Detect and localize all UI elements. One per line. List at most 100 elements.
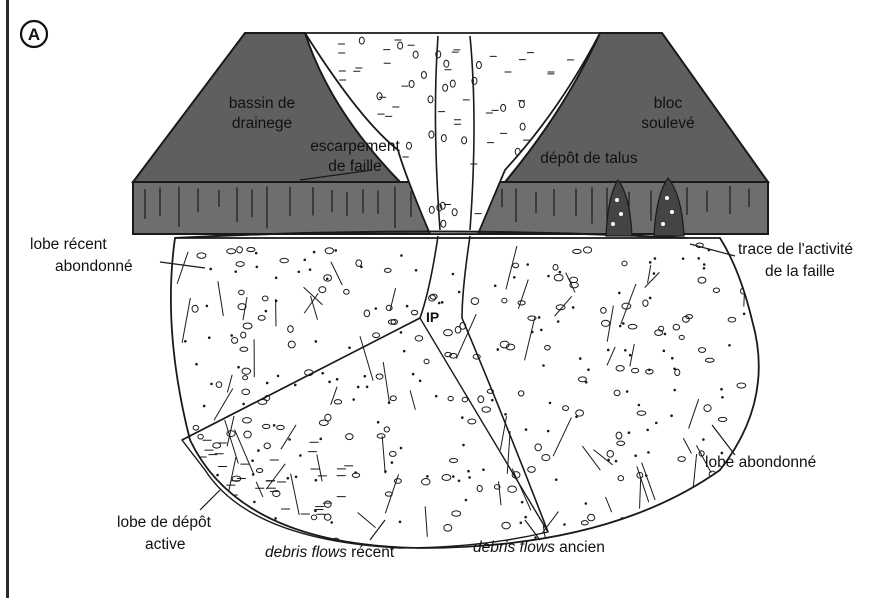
fan-dot (670, 505, 673, 508)
fan-dot (634, 454, 637, 457)
fan-dot (525, 428, 528, 431)
fan-dot (482, 468, 485, 471)
fan-pebble (643, 539, 651, 544)
fan-dot (294, 384, 297, 387)
fan-dot (391, 461, 394, 464)
label-lobe-recent-line1: lobe récent (30, 236, 107, 253)
fan-dot (400, 447, 403, 450)
fan-dot (702, 438, 705, 441)
fan-dot (309, 268, 312, 271)
fan-dot (638, 404, 641, 407)
fan-dot (721, 396, 724, 399)
fan-dot (406, 305, 409, 308)
fan-dot (585, 381, 588, 384)
fan-dot (412, 373, 415, 376)
fan-dot (628, 431, 631, 434)
fan-dot (520, 521, 523, 524)
fan-dot (715, 508, 718, 511)
fan-dot (399, 521, 402, 524)
fan-dot (673, 367, 676, 370)
fan-dot (572, 306, 575, 309)
label-debris-recent: debris flows récent (265, 544, 395, 561)
fan-dot (209, 268, 212, 271)
fan-dot (208, 336, 211, 339)
fan-dot (496, 348, 499, 351)
fan-dot (330, 521, 333, 524)
fan-dot (629, 354, 632, 357)
fan-dot (649, 261, 652, 264)
label-ip: IP (426, 309, 439, 325)
fan-pebble (702, 529, 707, 535)
fan-dot (579, 357, 582, 360)
fan-dot (595, 531, 598, 534)
label-lobe-depot-line2: active (145, 536, 186, 553)
label-debris-ancien-rest: ancien (555, 539, 605, 556)
fan-dot (313, 251, 316, 254)
fan-dot (622, 322, 625, 325)
fan-dot (524, 516, 527, 519)
fan-pebble (720, 507, 727, 511)
label-lobe-recent-line2: abondonné (55, 258, 133, 275)
fan-dot (693, 501, 696, 504)
fan-dot (540, 329, 543, 332)
fan-dot (357, 386, 360, 389)
fan-dot (557, 320, 560, 323)
fan-dot (710, 484, 713, 487)
fan-dot (230, 334, 233, 337)
fan-dot (400, 331, 403, 334)
fan-dot (743, 312, 746, 315)
fan-dot (458, 291, 461, 294)
fan-dot (251, 459, 254, 462)
fan-dot (403, 350, 406, 353)
fan-dot (703, 263, 706, 266)
fan-dot (237, 528, 240, 531)
fan-dot (234, 270, 237, 273)
fan-dot (315, 340, 318, 343)
label-depot-talus: dépôt de talus (540, 150, 638, 167)
fan-dot (720, 388, 723, 391)
fan-dot (237, 366, 240, 369)
fan-dot (319, 438, 322, 441)
fan-dot (273, 424, 276, 427)
label-debris-recent-italic: debris flows (265, 544, 347, 561)
fan-dot (624, 349, 627, 352)
fan-pebble (187, 498, 196, 504)
valley-pebble (352, 108, 357, 115)
fan-pebble (209, 507, 218, 511)
fan-dot (707, 530, 710, 533)
fan-dot (366, 385, 369, 388)
valley-pebble (347, 111, 352, 118)
fan-dot (526, 263, 529, 266)
fan-dot (671, 357, 674, 360)
fan-dot (549, 402, 552, 405)
fan-dot (563, 523, 566, 526)
fan-dot (559, 271, 562, 274)
fan-dot (664, 333, 667, 336)
panel-letter: A (28, 25, 40, 44)
fan-dot (266, 382, 269, 385)
fan-dot (255, 252, 258, 255)
fan-dot (360, 266, 363, 269)
fan-dot (615, 460, 618, 463)
fan-dot (606, 534, 609, 537)
fan-dot (491, 399, 494, 402)
fan-pebble (210, 507, 218, 513)
fan-dot (452, 273, 455, 276)
fan-dot (647, 451, 650, 454)
fan-dot (607, 459, 610, 462)
label-trace-line1: trace de l'activité (738, 241, 853, 258)
fan-dot (670, 414, 673, 417)
label-bloc-line1: bloc (654, 95, 683, 112)
label-debris-ancien-italic: debris flows (473, 539, 555, 556)
fan-dot (336, 378, 339, 381)
fan-dot (297, 270, 300, 273)
panel-letter-badge: A (21, 21, 47, 47)
fan-dot (728, 344, 731, 347)
fan-dot (384, 470, 387, 473)
fan-pebble (195, 493, 204, 498)
fan-dot (274, 517, 277, 520)
fan-dot (321, 372, 324, 375)
fan-dot (295, 475, 298, 478)
fan-dot (299, 454, 302, 457)
fan-dot (521, 501, 524, 504)
